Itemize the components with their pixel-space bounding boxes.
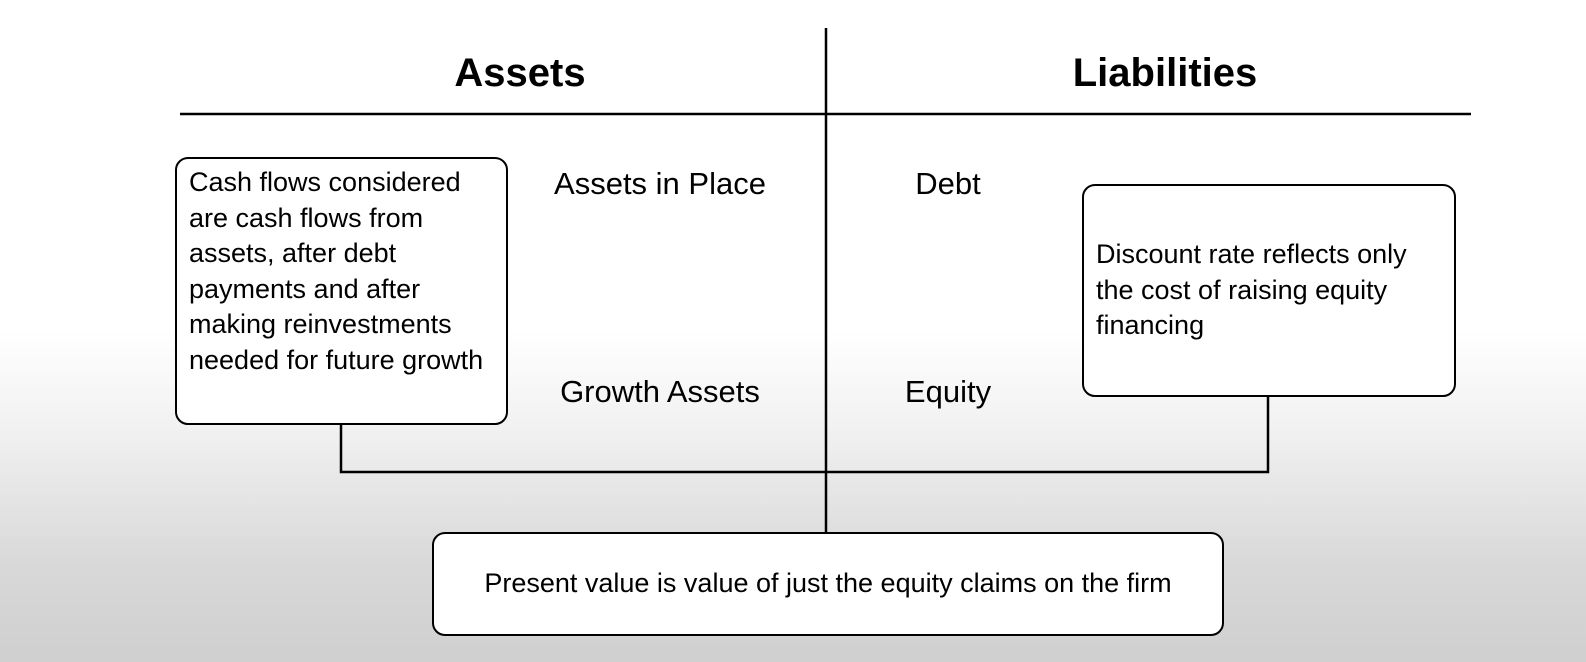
discount-rate-box: Discount rate reflects only the cost of …	[1082, 184, 1456, 397]
liabilities-header: Liabilities	[1072, 51, 1258, 95]
growth-assets-label: Growth Assets	[560, 374, 760, 409]
present-value-text: Present value is value of just the equit…	[484, 568, 1172, 599]
present-value-box: Present value is value of just the equit…	[432, 532, 1224, 636]
cash-flows-text: Cash flows considered are cash flows fro…	[189, 167, 484, 375]
assets-in-place-label: Assets in Place	[554, 166, 766, 201]
assets-header: Assets	[454, 51, 586, 95]
debt-label: Debt	[915, 166, 981, 201]
cash-flows-box: Cash flows considered are cash flows fro…	[175, 157, 508, 425]
equity-label: Equity	[904, 374, 992, 409]
bracket-connector	[339, 396, 1270, 474]
discount-rate-text: Discount rate reflects only the cost of …	[1096, 239, 1407, 340]
